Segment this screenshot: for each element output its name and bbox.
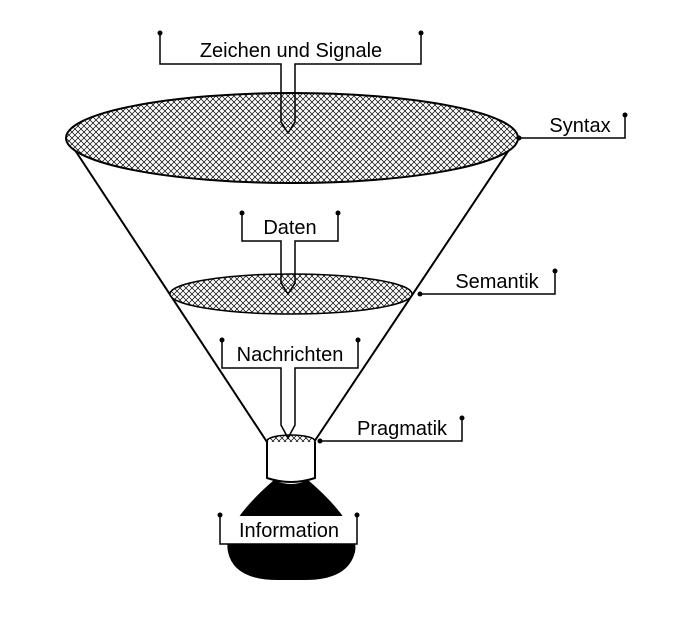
label-daten: Daten [239,210,341,296]
information-text: Information [239,520,339,542]
semantik-text: Semantik [455,271,539,293]
nachrichten-text: Nachrichten [237,344,344,366]
syntax-text: Syntax [549,115,610,137]
zeichen-und-signale-text: Zeichen und Signale [200,40,382,62]
label-information: Information [217,512,360,545]
daten-text: Daten [263,217,316,239]
label-pragmatik: Pragmatik [317,415,465,444]
label-zeichen-und-signale: Zeichen und Signale [157,30,424,135]
label-syntax: Syntax [516,112,628,141]
semantik-layer [169,273,413,315]
label-nachrichten: Nachrichten [219,337,361,440]
funnel-spout [266,442,316,483]
label-semantik: Semantik [417,268,558,297]
pragmatik-text: Pragmatik [357,418,448,440]
syntax-layer [65,92,519,184]
